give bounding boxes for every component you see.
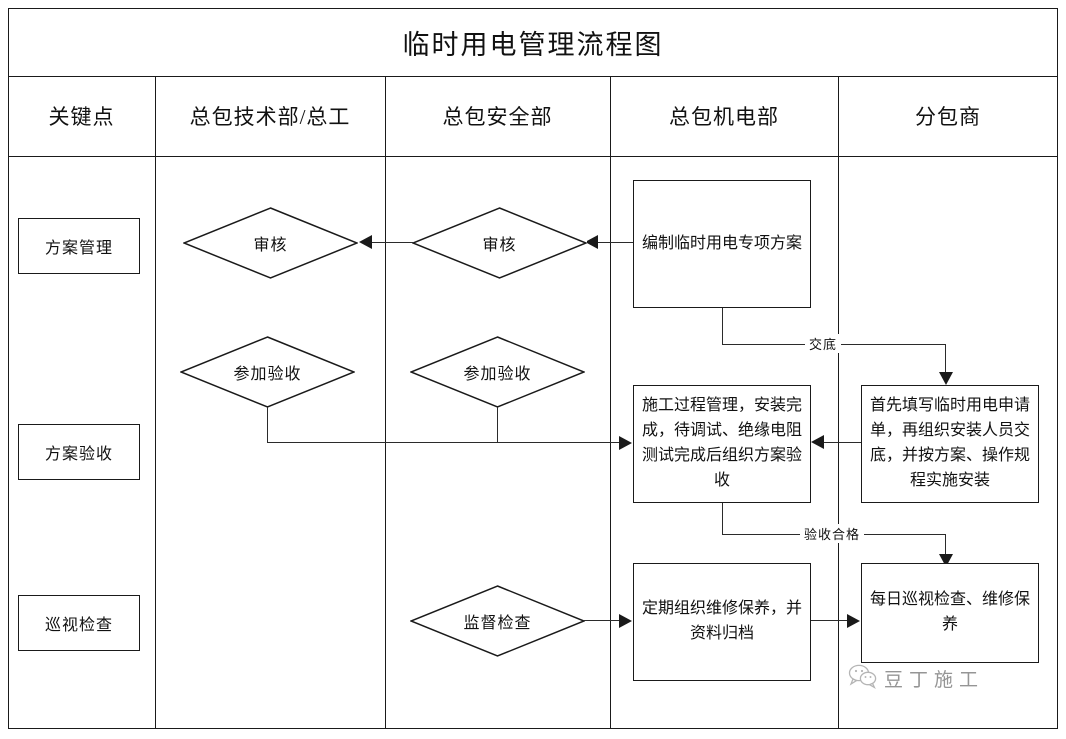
header-gc-electrical: 总包机电部 (669, 105, 779, 129)
key-point-label: 方案验收 (44, 446, 113, 463)
arrowhead-subcontractor-install (939, 372, 953, 385)
divider-header-body (8, 156, 1058, 157)
key-point-label: 巡视检查 (44, 617, 113, 634)
node-label: 每日巡视检查、维修保养 (870, 591, 1031, 633)
node-label: 编制临时用电专项方案 (642, 234, 803, 252)
arrowhead-construction-management-right (811, 435, 824, 449)
diamond-shape (410, 336, 585, 408)
diamond-shape (412, 207, 587, 279)
col-divider-2 (385, 76, 386, 729)
node-label: 定期组织维修保养，并资料归档 (642, 600, 803, 642)
node-supervise-inspect[interactable]: 监督检查 (410, 585, 585, 657)
arrowhead-construction-management-left (619, 436, 632, 450)
edge-acceptance-passed-drop (945, 534, 947, 556)
watermark-text: 豆丁施工 (884, 670, 985, 691)
header-gc-tech: 总包技术部/总工 (189, 105, 351, 129)
arrowhead-periodic-maintenance (619, 614, 632, 628)
edge-safety-to-tech-review (372, 242, 414, 244)
key-point-label: 方案管理 (44, 240, 113, 257)
arrowhead-daily-patrol-left (847, 614, 860, 628)
table-frame (8, 8, 1058, 729)
col-divider-4 (838, 76, 839, 729)
edge-supervise-to-maintenance (584, 620, 620, 622)
node-subcontractor-install[interactable]: 首先填写临时用电申请单，再组织安装人员交底，并按方案、操作规程实施安装 (861, 385, 1039, 503)
node-label: 施工过程管理，安装完成，待调试、绝缘电阻测试完成后组织方案验收 (642, 397, 803, 489)
edge-disclosure-seg-drop (945, 344, 947, 373)
key-point-plan-management[interactable]: 方案管理 (18, 218, 140, 274)
page-title: 临时用电管理流程图 (402, 29, 664, 60)
col-divider-1 (155, 76, 156, 729)
node-join-acceptance-safety[interactable]: 参加验收 (410, 336, 585, 408)
node-daily-patrol[interactable]: 每日巡视检查、维修保养 (861, 563, 1039, 663)
node-join-acceptance-tech[interactable]: 参加验收 (180, 336, 355, 408)
edge-label-disclosure: 交底 (805, 334, 842, 353)
edge-disclosure-seg-down (722, 308, 724, 345)
edge-acceptance-bus (267, 442, 620, 444)
diamond-shape (410, 585, 585, 657)
key-point-plan-acceptance[interactable]: 方案验收 (18, 424, 140, 480)
edge-acceptance-tech-drop (267, 407, 269, 443)
edge-acceptance-safety-drop (497, 407, 499, 443)
key-point-patrol-inspection[interactable]: 巡视检查 (18, 595, 140, 651)
node-review-tech[interactable]: 审核 (183, 207, 358, 279)
diamond-shape (180, 336, 355, 408)
edge-acceptance-passed-down (722, 503, 724, 535)
edge-maintenance-to-daily-patrol (811, 620, 848, 622)
diamond-shape (183, 207, 358, 279)
watermark: 豆丁施工 (848, 663, 984, 694)
arrowhead-tech-review (359, 235, 372, 249)
node-prepare-plan[interactable]: 编制临时用电专项方案 (633, 180, 811, 308)
node-label: 首先填写临时用电申请单，再组织安装人员交底，并按方案、操作规程实施安装 (870, 397, 1031, 489)
header-subcontractor: 分包商 (915, 105, 981, 129)
divider-title-header (8, 76, 1058, 77)
edge-prepare-to-safety-review (598, 242, 633, 244)
edge-label-acceptance-passed: 验收合格 (800, 524, 865, 543)
node-construction-management[interactable]: 施工过程管理，安装完成，待调试、绝缘电阻测试完成后组织方案验收 (633, 385, 811, 503)
node-review-safety[interactable]: 审核 (412, 207, 587, 279)
arrowhead-safety-review (585, 235, 598, 249)
header-gc-safety: 总包安全部 (442, 105, 553, 129)
header-key-points: 关键点 (48, 105, 115, 129)
col-divider-3 (610, 76, 611, 729)
node-periodic-maintenance[interactable]: 定期组织维修保养，并资料归档 (633, 563, 811, 681)
edge-install-to-construction (824, 442, 861, 444)
wechat-icon (848, 663, 878, 694)
